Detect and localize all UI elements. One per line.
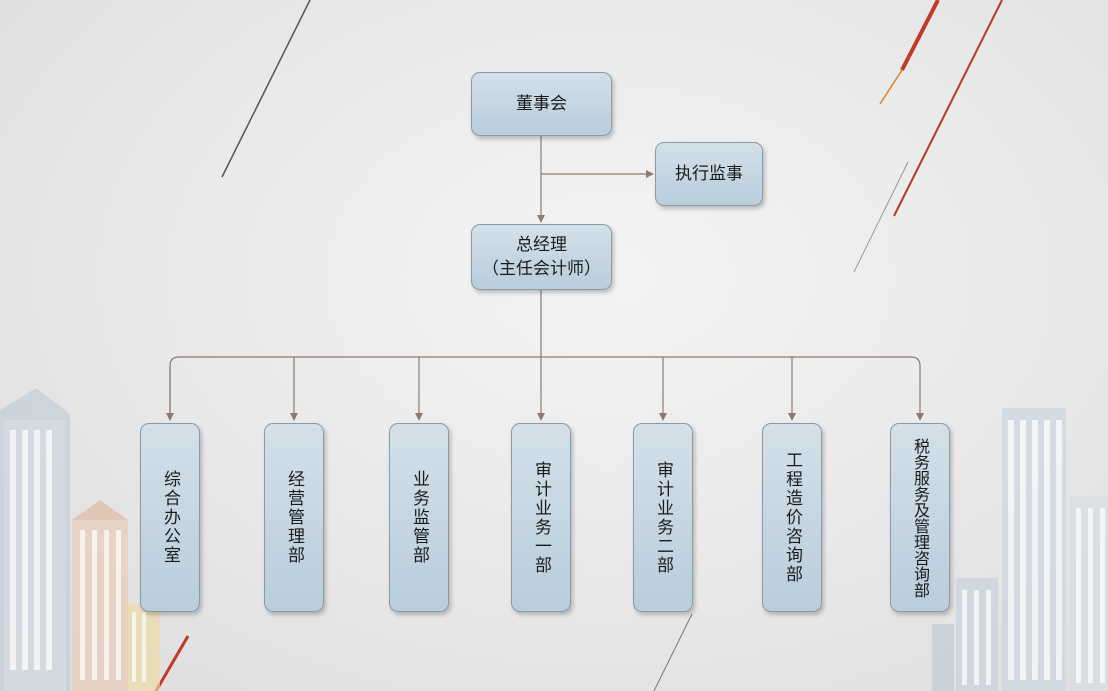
dept-label: 审计业务二部 — [653, 460, 673, 575]
deco-red-stripe — [900, 0, 940, 71]
node-general-manager-label: 总经理 （主任会计师） — [482, 235, 601, 279]
dept-label: 经营管理部 — [284, 470, 304, 565]
left-buildings-illustration — [0, 388, 160, 691]
connector-department-bus — [169, 356, 924, 421]
deco-red-line — [893, 0, 1003, 217]
deco-red-stripe-bottom — [154, 635, 190, 691]
dept-label: 综合办公室 — [160, 470, 180, 565]
deco-line — [221, 0, 311, 178]
dept-label: 审计业务一部 — [531, 460, 551, 575]
deco-gray-line — [853, 161, 909, 273]
deco-gray-line-bottom — [653, 613, 693, 691]
node-board-of-directors-label: 董事会 — [516, 94, 567, 114]
node-dept-audit-two: 审计业务二部 — [633, 423, 693, 612]
node-general-manager: 总经理 （主任会计师） — [471, 224, 612, 290]
node-dept-operations-management: 经营管理部 — [264, 423, 324, 612]
node-board-of-directors: 董事会 — [471, 72, 612, 136]
dept-label: 税务服务及管理咨询部 — [911, 437, 930, 598]
node-executive-supervisor-label: 执行监事 — [675, 164, 743, 184]
node-dept-engineering-cost-consulting: 工程造价咨询部 — [762, 423, 822, 612]
node-dept-business-supervision: 业务监管部 — [389, 423, 449, 612]
dept-label: 业务监管部 — [409, 470, 429, 565]
deco-orange-line — [879, 69, 903, 105]
node-dept-general-office: 综合办公室 — [140, 423, 200, 612]
node-dept-tax-services-consulting: 税务服务及管理咨询部 — [890, 423, 950, 612]
node-dept-audit-one: 审计业务一部 — [511, 423, 571, 612]
right-buildings-illustration — [932, 408, 1108, 691]
dept-label: 工程造价咨询部 — [782, 451, 802, 584]
node-executive-supervisor: 执行监事 — [655, 142, 763, 206]
